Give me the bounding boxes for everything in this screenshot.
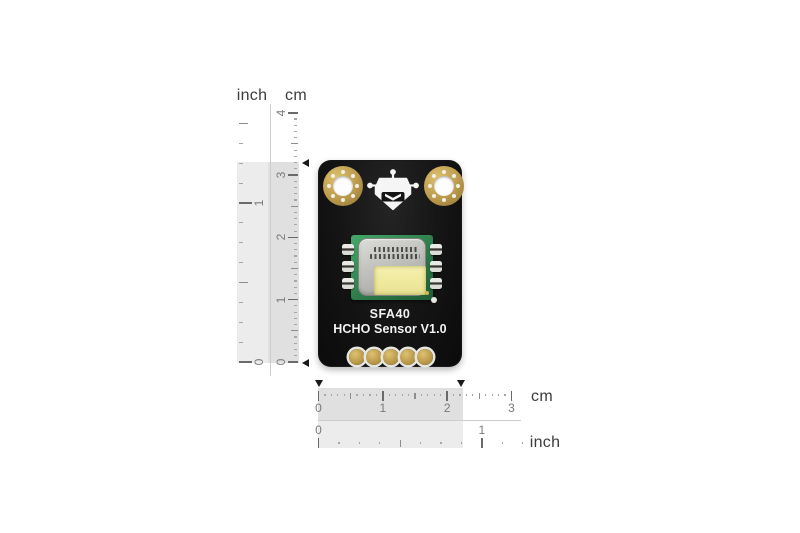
sensor-lid: [358, 238, 426, 296]
sensor-marking: [374, 247, 418, 252]
horizontal-cm-label: cm: [531, 388, 553, 405]
sensor-window: [374, 266, 426, 295]
vertical-inch-label: inch: [236, 87, 268, 104]
vertical-cm-label: cm: [285, 87, 307, 104]
solder-pad-3: [383, 349, 399, 365]
horizontal-highlight-cm-band: [318, 388, 463, 421]
sensor-marking: [370, 254, 420, 259]
mounting-hole-right: [424, 166, 464, 206]
vertical-ruler-divider: [269, 104, 271, 376]
board-subtitle: HCHO Sensor V1.0: [333, 322, 447, 336]
castellation-pad: [342, 278, 354, 289]
dimension-marker-left-icon: [314, 380, 323, 387]
horizontal-inch-label: inch: [529, 434, 561, 451]
dimension-marker-top-icon: [302, 158, 309, 167]
vertical-highlight-cm-band: [268, 162, 299, 363]
castellation-pad: [430, 278, 442, 289]
castellation-pad: [342, 261, 354, 272]
castellation-pad: [430, 244, 442, 255]
castellation-pad: [430, 261, 442, 272]
pin1-dot: [431, 297, 437, 303]
mounting-hole-left: [323, 166, 363, 206]
dfrobot-logo-icon: [367, 169, 419, 211]
dimension-marker-bottom-icon: [302, 358, 309, 367]
solder-pad-5: [417, 349, 433, 365]
castellation-pad: [342, 244, 354, 255]
sensor-board: SFA40 HCHO Sensor V1.0: [318, 160, 464, 367]
corner-gold-dot: [425, 291, 429, 295]
horizontal-ruler-divider: [318, 420, 521, 421]
vertical-highlight-inch-band: [237, 162, 268, 363]
mounting-hole-right-bore: [434, 176, 454, 196]
sensor-module: [342, 235, 442, 300]
board-title: SFA40: [369, 307, 411, 321]
solder-pad-1: [349, 349, 365, 365]
dimension-marker-right-icon: [456, 380, 465, 387]
solder-pad-2: [366, 349, 382, 365]
mounting-hole-left-bore: [333, 176, 353, 196]
solder-pad-4: [400, 349, 416, 365]
horizontal-highlight-inch-band: [318, 421, 463, 448]
